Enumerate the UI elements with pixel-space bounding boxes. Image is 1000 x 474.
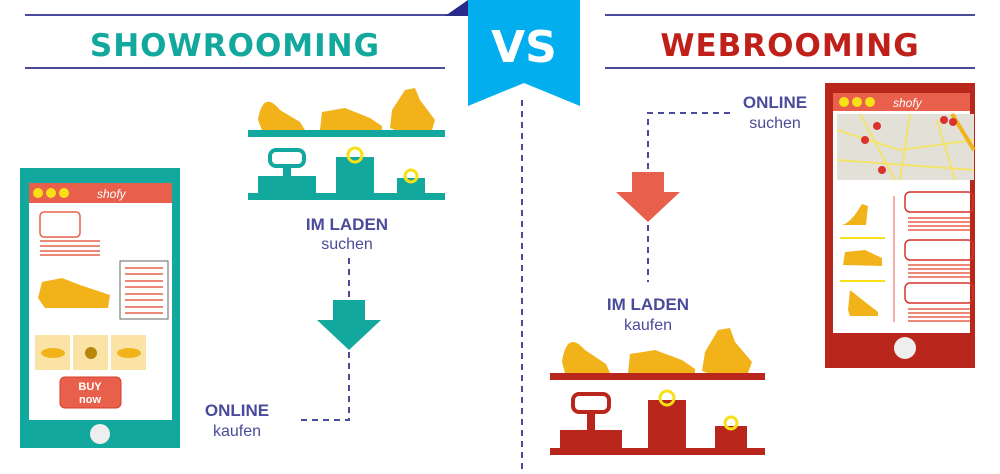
- map-pin-icon: [940, 116, 948, 124]
- webrooming-step1-sub: suchen: [749, 115, 801, 132]
- sandal-icon: [702, 328, 752, 373]
- showrooming-step2-bold: ONLINE: [205, 401, 269, 420]
- map-image: [836, 112, 976, 181]
- smartphone-right: shofy: [825, 83, 976, 368]
- svg-text:now: now: [79, 394, 101, 406]
- map-pin-icon: [873, 122, 881, 130]
- vs-label: VS: [491, 22, 557, 73]
- showrooming-connector: [298, 258, 350, 421]
- high-heel-icon: [848, 290, 878, 316]
- high-heel-icon: [258, 101, 305, 130]
- svg-text:BUY: BUY: [78, 381, 102, 393]
- cash-register-icon: [560, 430, 622, 448]
- webrooming-step1-bold: ONLINE: [743, 93, 807, 112]
- vs-ribbon: [468, 0, 580, 106]
- store-shelves-right: [550, 328, 765, 455]
- arrow-down-icon: [317, 300, 381, 350]
- buy-now-button[interactable]: BUY now: [59, 376, 122, 409]
- webrooming-step2-sub: kaufen: [624, 317, 672, 334]
- cash-register-icon: [258, 176, 316, 194]
- right-title: WEBROOMING: [660, 28, 919, 64]
- left-title: SHOWROOMING: [90, 28, 380, 64]
- map-pin-icon: [878, 166, 886, 174]
- app-logo: shofy: [97, 187, 127, 201]
- showrooming-step1-sub: suchen: [321, 236, 373, 253]
- gift-box-icon: [715, 426, 747, 448]
- webrooming-step2-bold: IM LADEN: [607, 295, 689, 314]
- app-logo: shofy: [893, 96, 923, 110]
- shopping-bag-icon: [648, 400, 686, 448]
- sandal-icon: [390, 88, 435, 130]
- gift-box-icon: [397, 178, 425, 194]
- showrooming-step1-bold: IM LADEN: [306, 215, 388, 234]
- showrooming-step2-sub: kaufen: [213, 423, 261, 440]
- header-lines: [25, 14, 975, 69]
- high-heel-icon: [842, 204, 868, 225]
- map-pin-icon: [861, 136, 869, 144]
- map-pin-icon: [949, 118, 957, 126]
- sneaker-icon: [320, 108, 382, 130]
- high-heel-icon: [562, 341, 610, 373]
- sneaker-icon: [628, 350, 695, 373]
- sneaker-icon: [38, 278, 110, 308]
- webrooming-connector: [647, 112, 730, 282]
- ribbon-fold: [445, 0, 468, 16]
- store-shelves-left: [248, 88, 445, 200]
- arrow-down-icon: [616, 172, 680, 222]
- sneaker-icon: [843, 250, 882, 266]
